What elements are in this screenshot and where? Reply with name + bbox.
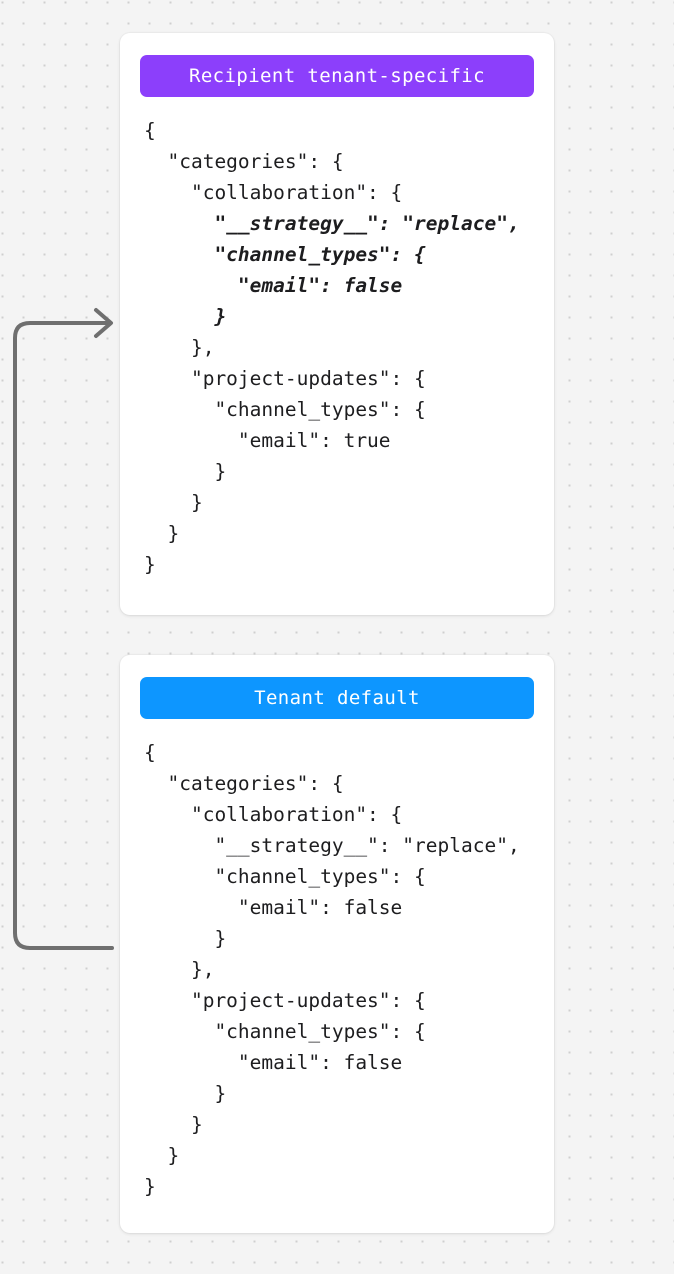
code-line: },: [144, 958, 215, 981]
card-recipient-tenant-specific[interactable]: Recipient tenant-specific { "categories"…: [120, 33, 554, 615]
card-tenant-default[interactable]: Tenant default { "categories": { "collab…: [120, 655, 554, 1233]
code-line: "channel_types": {: [144, 398, 426, 421]
code-line: "email": false: [144, 274, 403, 297]
code-line: }: [144, 522, 180, 545]
code-line: }: [144, 1113, 203, 1136]
code-line: }: [144, 1175, 156, 1198]
code-line: },: [144, 336, 215, 359]
code-line: "categories": {: [144, 150, 344, 173]
code-line: "channel_types": {: [144, 865, 426, 888]
arrowhead-icon: [94, 308, 113, 338]
code-line: "collaboration": {: [144, 181, 403, 204]
connector-line: [13, 321, 114, 950]
code-line: }: [144, 1144, 180, 1167]
code-line: }: [144, 927, 227, 950]
code-line: }: [144, 491, 203, 514]
code-block-recipient-tenant-specific: { "categories": { "collaboration": { "__…: [140, 115, 534, 580]
code-block-tenant-default: { "categories": { "collaboration": { "__…: [140, 737, 534, 1202]
code-line: "email": false: [144, 1051, 403, 1074]
code-line: "collaboration": {: [144, 803, 403, 826]
code-line: }: [144, 1082, 227, 1105]
code-line: }: [144, 553, 156, 576]
code-line: "email": true: [144, 429, 391, 452]
code-line: "__strategy__": "replace",: [144, 212, 520, 235]
code-line: {: [144, 741, 156, 764]
code-line: "categories": {: [144, 772, 344, 795]
code-line: "channel_types": {: [144, 243, 426, 266]
code-line: "channel_types": {: [144, 1020, 426, 1043]
card-header-tenant-default: Tenant default: [140, 677, 534, 719]
card-header-recipient-tenant-specific: Recipient tenant-specific: [140, 55, 534, 97]
code-line: "project-updates": {: [144, 367, 426, 390]
code-line: }: [144, 305, 227, 328]
code-line: "email": false: [144, 896, 403, 919]
code-line: "project-updates": {: [144, 989, 426, 1012]
code-line: {: [144, 119, 156, 142]
code-line: "__strategy__": "replace",: [144, 834, 520, 857]
code-line: }: [144, 460, 227, 483]
